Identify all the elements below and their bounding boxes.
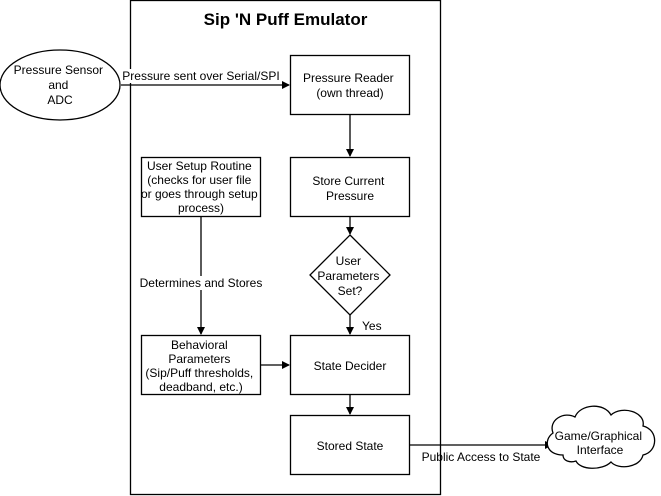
edge-label-determines-and-stores: Determines and Stores bbox=[140, 276, 263, 290]
state-decider-label: State Decider bbox=[314, 359, 387, 373]
edge-label-public-access: Public Access to State bbox=[422, 450, 541, 464]
stored-state-node bbox=[289, 414, 411, 476]
diagram-title: Sip 'N Puff Emulator bbox=[204, 10, 368, 29]
behavioral-parameters-node bbox=[140, 334, 262, 396]
stored-state-label: Stored State bbox=[317, 439, 384, 453]
store-current-pressure-node bbox=[289, 156, 411, 218]
user-setup-routine-label: User Setup Routine (checks for user file… bbox=[141, 159, 261, 215]
pressure-reader-node bbox=[289, 54, 411, 116]
user-parameters-decision-label: User Parameters Set? bbox=[317, 254, 382, 298]
edge-label-yes: Yes bbox=[362, 319, 382, 333]
pressure-sensor-label: Pressure Sensor and ADC bbox=[14, 63, 107, 107]
game-interface-label: Game/Graphical Interface bbox=[555, 429, 646, 457]
game-interface-node bbox=[546, 405, 656, 469]
user-setup-routine-node bbox=[140, 156, 262, 218]
behavioral-parameters-label: Behavioral Parameters (Sip/Puff threshol… bbox=[145, 338, 256, 394]
edge-label-serial-spi: Pressure sent over Serial/SPI bbox=[122, 69, 279, 83]
user-parameters-decision-node bbox=[309, 234, 391, 316]
state-decider-node bbox=[289, 334, 411, 396]
pressure-sensor-node bbox=[0, 49, 121, 121]
pressure-reader-label: Pressure Reader (own thread) bbox=[303, 71, 397, 100]
store-current-pressure-label: Store Current Pressure bbox=[312, 174, 387, 203]
